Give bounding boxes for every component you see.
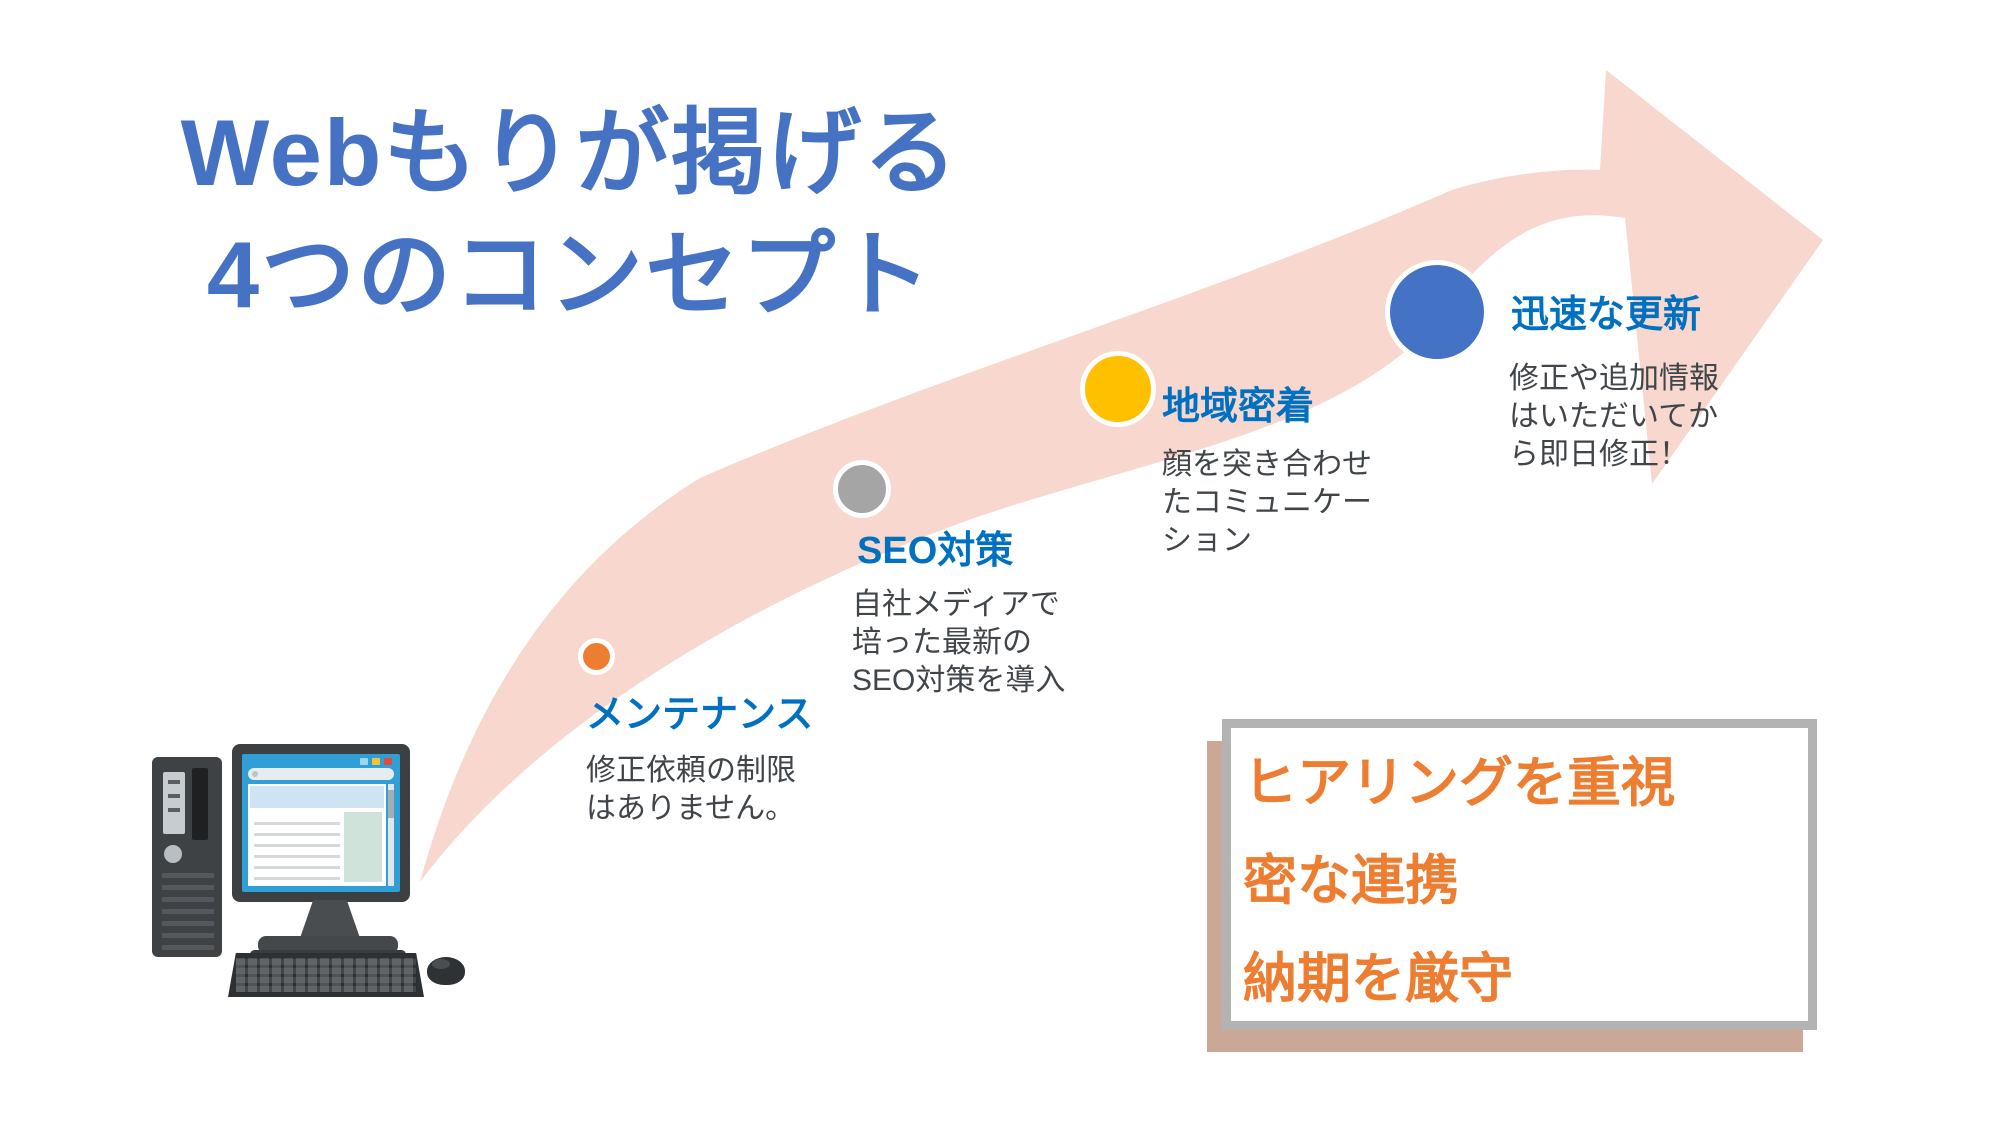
pc-disc-slot: [192, 768, 208, 840]
desc-line: 培った最新の: [852, 626, 1032, 659]
browser-address-bar: [248, 768, 394, 780]
milestone-dot-maintenance: [578, 638, 615, 675]
monitor-screen: [242, 754, 400, 892]
desc-line: 自社メディアで: [852, 588, 1060, 621]
pc-power-button: [164, 845, 182, 863]
monitor-stand-base: [258, 936, 398, 954]
monitor-stand-neck: [300, 900, 360, 938]
browser-page: [248, 784, 386, 886]
pc-drive-bay: [163, 772, 185, 834]
monitor: [232, 744, 410, 902]
browser-window-buttons: [360, 758, 394, 765]
milestone-dot-seo: [833, 460, 891, 518]
page-title-line1: Webもりが掲げる: [180, 100, 960, 205]
pc-tower: [152, 757, 222, 957]
milestone-desc-maintenance: 修正依頼の制限 はありません。: [586, 752, 796, 828]
promise-line-1: ヒアリングを重視: [1243, 753, 1675, 813]
browser-scrollbar-thumb: [388, 790, 394, 818]
desc-line: はいただいてか: [1509, 400, 1719, 433]
promise-box: ヒアリングを重視 密な連携 納期を厳守: [1207, 719, 1819, 1054]
milestone-label-maintenance: メンテナンス: [586, 694, 814, 736]
browser-address-dot: [252, 771, 258, 777]
milestone-label-local: 地域密着: [1162, 386, 1315, 428]
keyboard-keys: [236, 958, 416, 992]
keyboard: [228, 953, 424, 997]
milestone-label-update: 迅速な更新: [1511, 294, 1702, 336]
desc-line: ら即日修正！: [1509, 438, 1689, 471]
desc-line: 顔を突き合わせ: [1162, 448, 1372, 481]
promise-line-3: 納期を厳守: [1243, 949, 1513, 1009]
desktop-computer-icon: [140, 740, 480, 1010]
page-header-band: [250, 786, 384, 808]
desc-line: ション: [1162, 524, 1252, 557]
page-text-lines: [254, 814, 340, 880]
pc-vents: [162, 872, 214, 950]
promise-box-frame: ヒアリングを重視 密な連携 納期を厳守: [1222, 719, 1817, 1030]
milestone-desc-seo: 自社メディアで 培った最新の SEO対策を導入: [852, 586, 1065, 700]
page-title: Webもりが掲げる 4つのコンセプト: [150, 92, 990, 336]
desc-line: はありません。: [586, 792, 796, 825]
page-title-line2: 4つのコンセプト: [206, 222, 934, 327]
milestone-desc-local: 顔を突き合わせ たコミュニケー ション: [1162, 446, 1372, 560]
promise-line-2: 密な連携: [1243, 851, 1459, 911]
mouse-highlight: [432, 959, 450, 969]
milestone-dot-update: [1385, 260, 1489, 364]
milestone-dot-local: [1080, 351, 1156, 427]
browser-scrollbar: [388, 784, 394, 886]
milestone-label-seo: SEO対策: [857, 530, 1014, 572]
milestone-desc-update: 修正や追加情報 はいただいてか ら即日修正！: [1509, 360, 1719, 474]
desc-line: SEO対策を導入: [852, 664, 1066, 697]
page-sidebar: [344, 812, 382, 882]
desc-line: 修正や追加情報: [1509, 362, 1719, 395]
desc-line: たコミュニケー: [1162, 486, 1372, 519]
desc-line: 修正依頼の制限: [586, 754, 796, 787]
